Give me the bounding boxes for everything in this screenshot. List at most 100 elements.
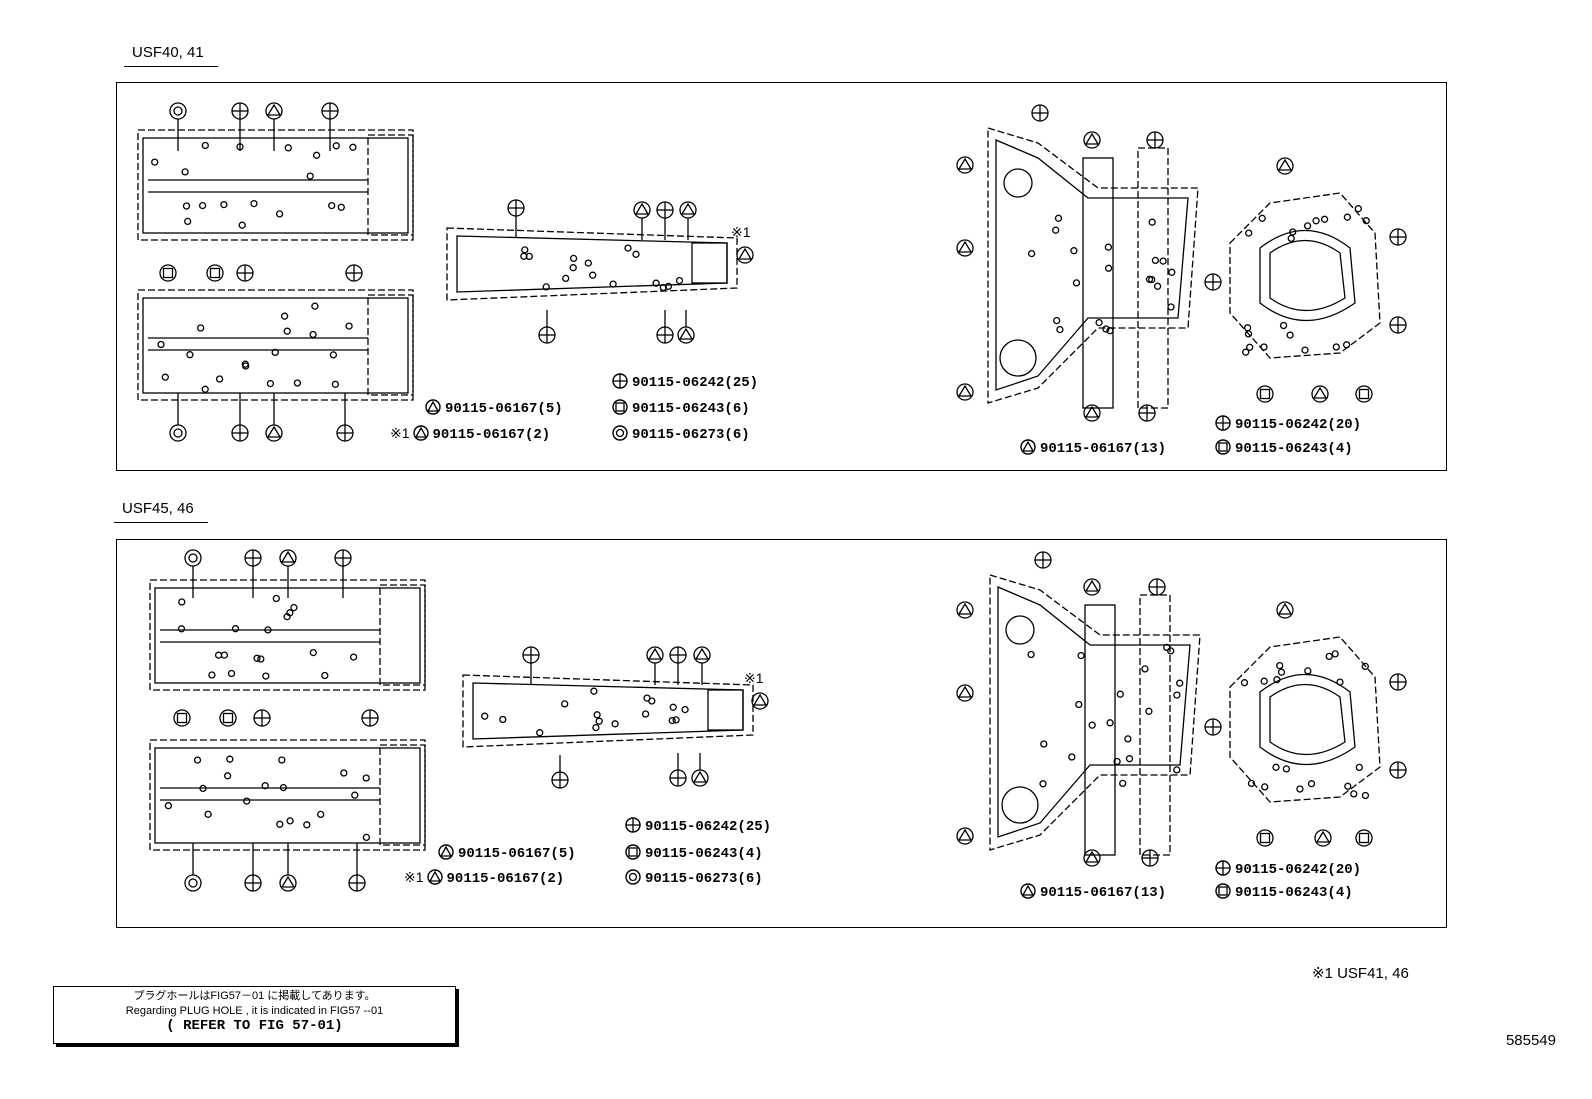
diagram-outline bbox=[1084, 604, 1116, 856]
hole bbox=[1106, 327, 1114, 335]
triangle-circle-icon bbox=[1083, 849, 1101, 867]
hole bbox=[215, 375, 224, 383]
diagram-outline bbox=[1082, 157, 1114, 409]
legend-entry: 90115-06243(4) bbox=[625, 844, 763, 862]
hole bbox=[331, 380, 340, 388]
hole bbox=[214, 651, 223, 659]
hole bbox=[1102, 325, 1110, 333]
hole bbox=[1173, 766, 1181, 774]
hole bbox=[253, 654, 261, 662]
triangle-circle-icon bbox=[425, 399, 441, 415]
triangle-circle-icon bbox=[634, 202, 650, 215]
hole bbox=[1331, 650, 1339, 658]
hole bbox=[349, 143, 357, 151]
hole bbox=[632, 250, 640, 258]
hole bbox=[340, 769, 348, 777]
triangle-circle-icon bbox=[692, 770, 708, 783]
hole bbox=[1246, 343, 1254, 351]
diagram-outline bbox=[176, 712, 188, 724]
legend-entry: 90115-06167(13) bbox=[1020, 439, 1166, 457]
hole bbox=[1320, 215, 1329, 223]
triangle-circle-icon bbox=[957, 157, 973, 170]
hole bbox=[562, 274, 570, 283]
diagram-outline bbox=[691, 242, 728, 284]
triangle-circle-icon bbox=[1083, 404, 1101, 422]
triangle-circle-icon bbox=[1084, 850, 1100, 863]
triangle-circle-icon bbox=[280, 550, 296, 563]
triangle-circle-icon bbox=[680, 202, 696, 215]
note-mark: ※1 bbox=[744, 670, 764, 686]
hole bbox=[184, 217, 192, 226]
diagram-outline bbox=[209, 267, 221, 279]
hole bbox=[672, 716, 680, 724]
diagram-outline bbox=[162, 267, 174, 279]
hole bbox=[592, 723, 600, 732]
legend-entry: 90115-06273(6) bbox=[612, 425, 750, 443]
hole bbox=[589, 271, 597, 279]
hole bbox=[1312, 217, 1320, 225]
diagram-outline bbox=[1229, 636, 1381, 803]
hole bbox=[1088, 721, 1096, 729]
triangle-circle-icon bbox=[1083, 131, 1101, 149]
hole bbox=[1077, 651, 1085, 660]
triangle-circle-icon bbox=[1277, 158, 1293, 171]
triangle-circle-icon bbox=[266, 103, 282, 116]
hole bbox=[1027, 650, 1035, 659]
hole bbox=[1242, 348, 1250, 356]
hole bbox=[317, 810, 325, 819]
hole bbox=[1240, 679, 1249, 687]
hole bbox=[272, 594, 280, 603]
double-circle-icon bbox=[188, 878, 198, 888]
hole bbox=[257, 655, 265, 663]
hole bbox=[675, 276, 684, 285]
diagram-outline bbox=[1269, 240, 1346, 312]
hole bbox=[241, 360, 249, 368]
hole bbox=[208, 671, 216, 679]
double-circle-icon bbox=[188, 553, 198, 563]
triangle-circle-icon bbox=[957, 828, 973, 841]
hole bbox=[1343, 213, 1352, 221]
hole bbox=[681, 705, 689, 714]
triangle-circle-icon bbox=[1277, 602, 1293, 615]
hole bbox=[220, 651, 229, 659]
hole bbox=[157, 340, 165, 349]
diagram-outline bbox=[707, 689, 744, 731]
hole bbox=[1104, 243, 1113, 251]
diagram-outline bbox=[142, 137, 409, 234]
square-circle-icon bbox=[1355, 829, 1373, 847]
square-circle-icon bbox=[173, 709, 191, 727]
hole bbox=[536, 729, 544, 737]
hole bbox=[1258, 214, 1266, 222]
hole bbox=[227, 669, 236, 678]
triangle-circle-icon bbox=[957, 384, 973, 397]
hole bbox=[1247, 779, 1256, 788]
double-circle-icon bbox=[612, 425, 628, 441]
square-circle-icon bbox=[625, 844, 641, 860]
double-circle-icon bbox=[169, 102, 187, 120]
hole bbox=[182, 202, 191, 210]
diagram-outline bbox=[1259, 673, 1356, 766]
hole bbox=[271, 348, 279, 357]
hole bbox=[1125, 755, 1134, 763]
reference-link[interactable]: ( REFER TO FIG 57-01) bbox=[166, 1018, 343, 1034]
hole bbox=[1040, 740, 1048, 748]
hole bbox=[1113, 757, 1121, 766]
hole bbox=[177, 625, 186, 633]
hole bbox=[223, 772, 232, 780]
triangle-circle-icon bbox=[956, 684, 974, 702]
legend-entry: 90115-06243(4) bbox=[1215, 439, 1353, 457]
hole bbox=[659, 283, 667, 292]
triangle-circle-icon bbox=[1276, 157, 1294, 175]
reference-box[interactable]: プラグホールはFIG57－01 に掲載してあります。 Regarding PLU… bbox=[53, 986, 456, 1044]
hole bbox=[1354, 205, 1362, 213]
hole bbox=[584, 259, 592, 267]
hole bbox=[1279, 321, 1288, 330]
legend-entry: 90115-06243(6) bbox=[612, 399, 750, 417]
hole bbox=[238, 221, 246, 229]
hole bbox=[652, 279, 660, 287]
triangle-circle-icon bbox=[280, 875, 296, 888]
hole bbox=[199, 784, 207, 793]
hole bbox=[284, 144, 292, 152]
diagram-outline bbox=[446, 227, 738, 301]
